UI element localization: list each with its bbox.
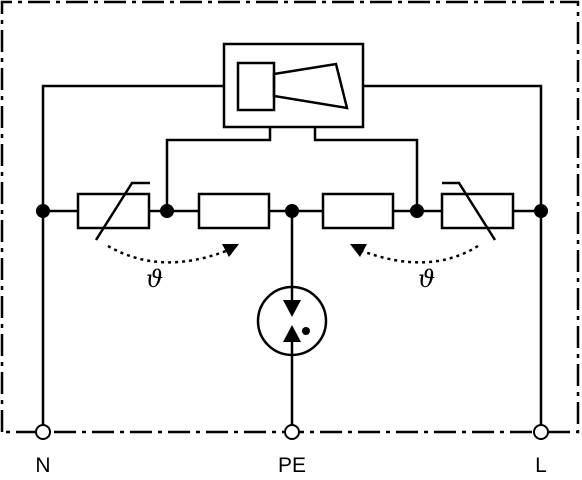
varistor-right-slash	[442, 181, 497, 241]
thermal-arrow-left-head	[222, 244, 239, 257]
gdt-gas-dot	[302, 327, 310, 335]
thermal-arrow-right-head	[350, 244, 367, 257]
terminal-pe	[284, 424, 300, 440]
terminal-label-n: N	[35, 454, 50, 477]
terminal-label-l: L	[535, 454, 547, 477]
fuse-right	[321, 192, 395, 230]
junction-l	[534, 204, 548, 218]
thermal-symbol-right: ϑ	[418, 265, 435, 293]
thermal-symbol-left: ϑ	[146, 265, 163, 293]
gas-discharge-tube	[256, 285, 328, 357]
junction-left-tap	[160, 204, 174, 218]
thermal-coupling-left-arc	[107, 244, 227, 264]
gdt-arrow-up-icon	[283, 325, 301, 342]
junction-pe	[285, 204, 299, 218]
terminal-label-pe: PE	[278, 454, 306, 477]
wire-module-right-tap	[313, 127, 419, 211]
terminal-l	[533, 424, 549, 440]
wire-module-to-n	[41, 84, 224, 432]
thermal-coupling-right-arc	[361, 244, 479, 264]
wire-module-left-tap	[165, 127, 272, 211]
fuse-left	[197, 192, 271, 230]
varistor-left-slash	[94, 181, 150, 241]
horn-icon	[272, 62, 349, 110]
junction-right-tap	[410, 204, 424, 218]
indicator-window-icon	[236, 61, 276, 112]
wire-module-to-l	[363, 84, 543, 432]
gdt-arrow-down-icon	[283, 300, 301, 317]
terminal-n	[35, 424, 51, 440]
junction-n	[36, 204, 50, 218]
enclosure-frame	[0, 0, 580, 434]
